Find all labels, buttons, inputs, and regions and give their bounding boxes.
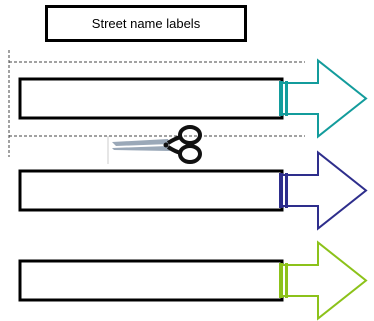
- label-blank-area: [18, 169, 284, 212]
- street-label-teal: [18, 58, 368, 139]
- color-bar: [285, 173, 288, 208]
- label-strips: [18, 58, 368, 321]
- scissors-ring-top: [178, 125, 202, 145]
- scissors-arm-top: [166, 135, 182, 145]
- page-title: Street name labels: [45, 5, 247, 42]
- scissors-icon: [107, 125, 202, 164]
- scissors-blade-upper: [112, 139, 170, 146]
- street-label-lime: [18, 240, 368, 321]
- color-bar: [279, 173, 283, 208]
- color-bar: [279, 81, 283, 116]
- color-bar: [285, 263, 288, 298]
- direction-arrow: [281, 150, 368, 231]
- color-bar: [285, 81, 288, 116]
- label-blank-area: [18, 259, 284, 302]
- street-label-navy: [18, 150, 368, 231]
- color-bar: [279, 263, 283, 298]
- scissors-pivot: [163, 142, 169, 148]
- scissors-ring-bottom: [178, 144, 202, 164]
- direction-arrow: [281, 58, 368, 139]
- scissors-arm-bottom: [166, 145, 182, 155]
- label-blank-area: [18, 77, 284, 120]
- cut-guide: [8, 50, 305, 157]
- direction-arrow: [281, 240, 368, 321]
- scissors-blade-lower: [112, 146, 170, 151]
